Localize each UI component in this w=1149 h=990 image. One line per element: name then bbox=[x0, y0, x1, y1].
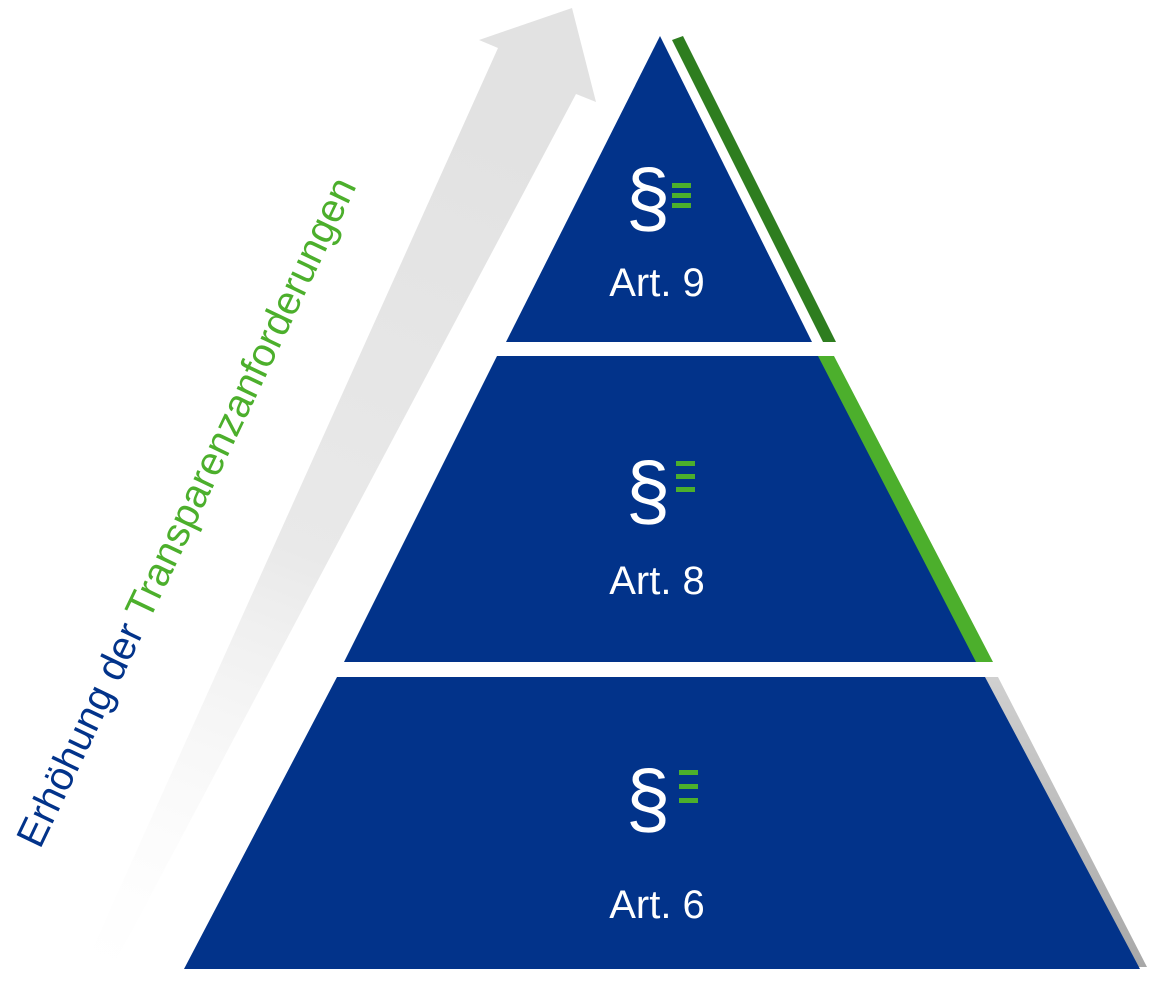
tier-top-paragraph-icon: § bbox=[626, 153, 671, 242]
tier-middle-shape bbox=[344, 356, 976, 662]
tier-top-accent bbox=[672, 36, 836, 342]
tier-middle: § Art. 8 bbox=[344, 356, 993, 662]
tier-middle-paragraph-icon: § bbox=[626, 446, 671, 535]
tier-top-label: Art. 9 bbox=[609, 261, 705, 305]
tier-top: § Art. 9 bbox=[506, 36, 836, 342]
tier-bottom-label: Art. 6 bbox=[609, 883, 705, 927]
tier-middle-lines-icon bbox=[676, 461, 695, 492]
tier-middle-label: Art. 8 bbox=[609, 559, 705, 603]
upward-arrow bbox=[82, 8, 596, 972]
arrow-label-part1: Erhöhung der bbox=[8, 607, 157, 854]
tier-bottom-lines-icon bbox=[679, 770, 698, 803]
tier-top-lines-icon bbox=[672, 183, 691, 208]
tier-bottom-shape bbox=[184, 677, 1140, 969]
tier-middle-accent bbox=[817, 356, 993, 662]
tier-top-shape bbox=[506, 36, 812, 342]
tier-bottom: § Art. 6 bbox=[184, 677, 1147, 969]
tier-bottom-paragraph-icon: § bbox=[626, 754, 671, 843]
